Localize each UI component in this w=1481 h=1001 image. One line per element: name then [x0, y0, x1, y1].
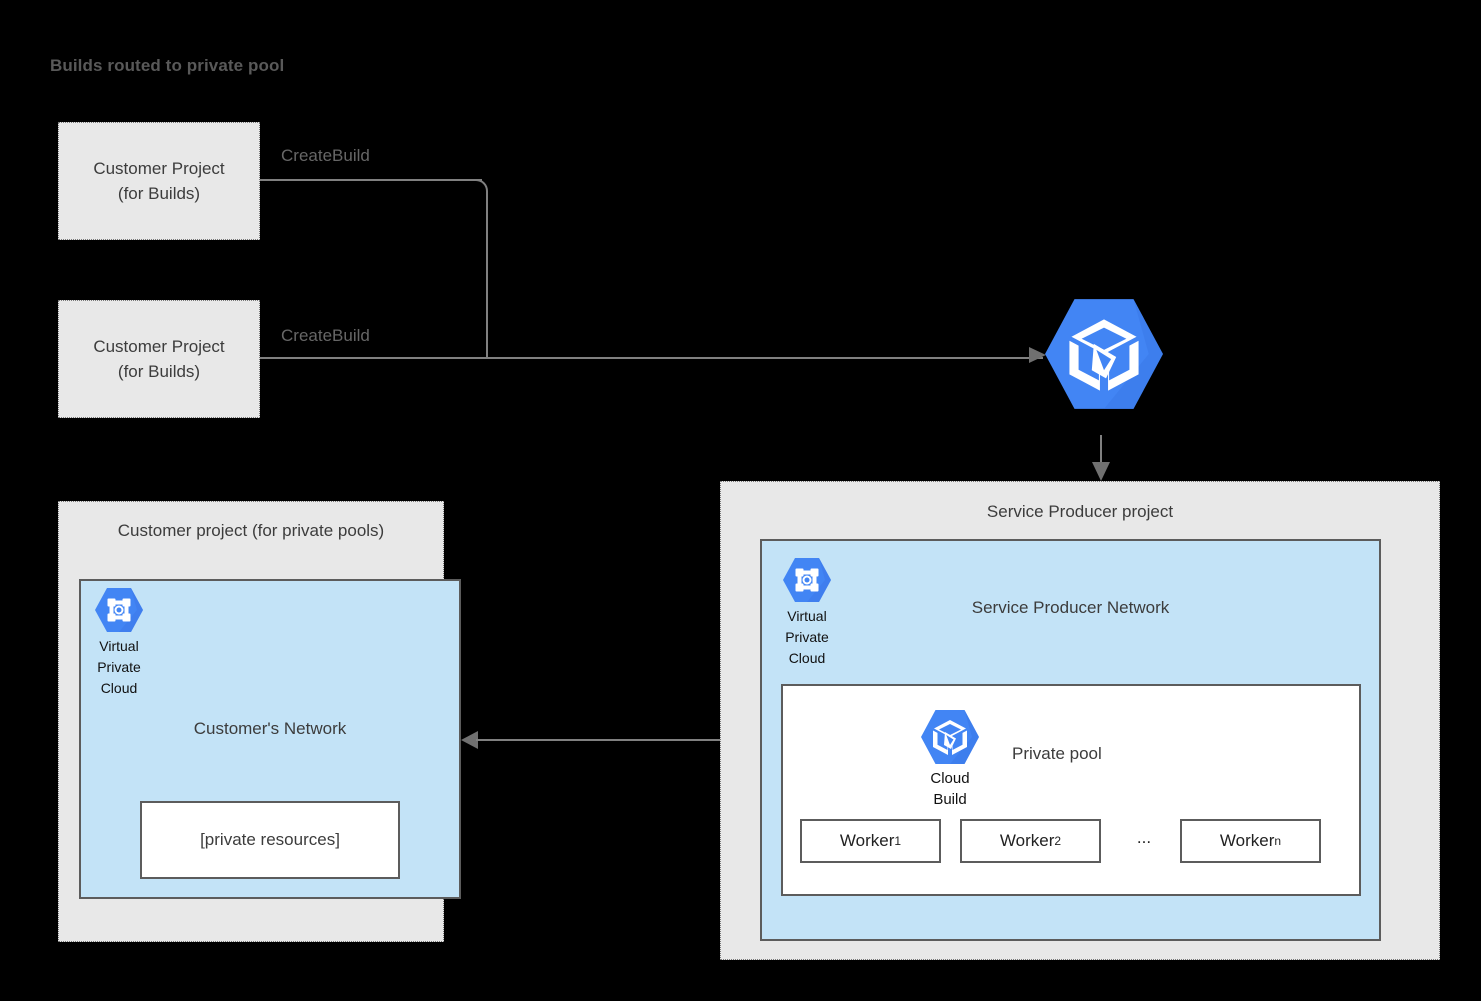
customer-build-project-label-line2: (for Builds): [117, 184, 201, 203]
arrowhead-peering-left: [461, 731, 478, 749]
virtual-private-cloud-icon: [95, 588, 143, 632]
cloud-build-badge: Cloud Build: [920, 707, 980, 810]
private-pool-title: Private pool: [1012, 744, 1102, 763]
service-producer-vpc-badge: Virtual Private Cloud: [777, 556, 837, 669]
private-resources-box: [private resources]: [140, 801, 400, 879]
createbuild-edge-label-2: CreateBuild: [281, 326, 370, 345]
customer-private-pools-project-title: Customer project (for private pools): [117, 521, 385, 540]
customer-build-project-box-1: Customer Project (for Builds): [58, 122, 260, 240]
service-producer-project-title: Service Producer project: [986, 502, 1174, 521]
vpc-label-line3: Cloud: [788, 650, 826, 666]
worker-index: 2: [1054, 834, 1062, 848]
vpc-label-line3: Cloud: [100, 680, 138, 696]
page-title: Builds routed to private pool: [50, 56, 285, 75]
connector-line-peering: [476, 739, 746, 741]
private-pool-box: [781, 684, 1361, 896]
connector-line-top-horizontal: [260, 179, 482, 181]
arrowhead-to-service-producer: [1092, 462, 1110, 481]
worker-label: Worker: [839, 831, 895, 850]
customer-vpc-badge: Virtual Private Cloud: [89, 586, 149, 699]
cloud-build-icon: [921, 710, 979, 764]
service-producer-network-title: Service Producer Network: [971, 598, 1170, 617]
worker-index: n: [1274, 834, 1282, 848]
vpc-label-line1: Virtual: [787, 608, 827, 624]
connector-line-to-cloud-build: [260, 357, 1043, 359]
worker-label: Worker: [1219, 831, 1275, 850]
connector-corner-top-right: [474, 179, 488, 193]
vpc-label-line2: Private: [785, 629, 829, 645]
customer-build-project-box-2: Customer Project (for Builds): [58, 300, 260, 418]
virtual-private-cloud-icon: [783, 558, 831, 602]
cloud-build-label-line2: Build: [933, 791, 967, 808]
createbuild-edge-label-1: CreateBuild: [281, 146, 370, 165]
vpc-label-line1: Virtual: [99, 638, 139, 654]
vpc-label: Virtual Private Cloud: [785, 606, 829, 669]
arrowhead-to-cloud-build: [1029, 347, 1046, 363]
customers-network-title: Customer's Network: [193, 719, 347, 738]
cloud-build-label-line1: Cloud: [930, 770, 970, 787]
connector-line-cloud-build-to-producer: [1100, 435, 1102, 468]
customer-build-project-label-line2: (for Builds): [117, 362, 201, 381]
customer-build-project-label-line1: Customer Project: [93, 337, 225, 356]
cloud-build-icon: [1045, 299, 1163, 409]
worker-ellipsis: ...: [1136, 828, 1152, 847]
customer-build-project-label-line1: Customer Project: [93, 159, 225, 178]
vpc-label: Virtual Private Cloud: [97, 636, 141, 699]
worker-label: Worker: [999, 831, 1055, 850]
connector-line-top-vertical: [486, 191, 488, 359]
worker-index: 1: [894, 834, 902, 848]
vpc-label-line2: Private: [97, 659, 141, 675]
cloud-build-label: Cloud Build: [930, 768, 969, 810]
